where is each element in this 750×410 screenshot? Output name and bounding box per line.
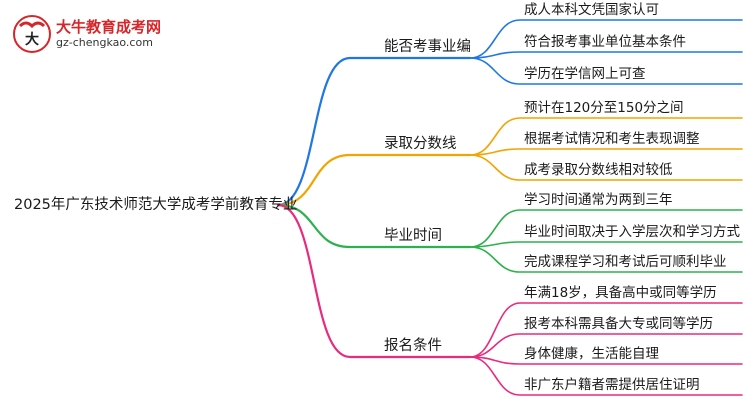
leaf-connector [469, 302, 743, 358]
leaf-label: 完成课程学习和考试后可顺利毕业 [524, 254, 727, 270]
leaf-label: 根据考试情况和考生表现调整 [524, 131, 700, 147]
branch-connector [276, 56, 472, 207]
root-topic: 2025年广东技术师范大学成考学前教育专业 [14, 197, 298, 213]
leaf-label: 成考录取分数线相对较低 [524, 162, 673, 178]
leaf-connector [469, 356, 743, 365]
leaf-connector [469, 117, 743, 156]
leaf-label: 符合报考事业单位基本条件 [524, 34, 686, 50]
leaf-label: 毕业时间取决于入学层次和学习方式 [524, 224, 740, 240]
branch-connector [276, 203, 472, 249]
branch-label: 毕业时间 [384, 228, 442, 244]
logo-url: gz-chengkao.com [56, 36, 153, 49]
logo-title: 大牛教育成考网 [56, 18, 162, 36]
leaf-connector [469, 246, 743, 273]
leaf-label: 非广东户籍者需提供居住证明 [524, 377, 700, 393]
site-logo[interactable]: 大 大牛教育成考网 gz-chengkao.com [12, 14, 192, 54]
leaf-connector [469, 209, 743, 248]
leaf-connector [469, 241, 743, 248]
branch-connector [276, 203, 472, 359]
leaf-connector [469, 333, 743, 358]
leaf-connector [469, 154, 743, 181]
leaf-connector [469, 148, 743, 156]
branch-connector [276, 153, 472, 207]
branch-label: 能否考事业编 [384, 39, 471, 55]
branch-label: 录取分数线 [384, 136, 457, 152]
leaf-label: 成人本科文凭国家认可 [524, 2, 659, 18]
leaf-label: 学习时间通常为两到三年 [524, 192, 673, 208]
leaf-label: 年满18岁，具备高中或同等学历 [524, 285, 717, 301]
leaf-connector [469, 356, 743, 396]
leaf-label: 报考本科需具备大专或同等学历 [524, 316, 713, 332]
branch-label: 报名条件 [384, 338, 442, 354]
leaf-connector [469, 19, 743, 59]
leaf-connector [469, 57, 743, 85]
leaf-connector [469, 51, 743, 59]
leaf-label: 预计在120分至150分之间 [524, 100, 684, 116]
leaf-label: 学历在学信网上可查 [524, 66, 646, 82]
leaf-label: 身体健康，生活能自理 [524, 346, 659, 362]
svg-text:大: 大 [25, 31, 39, 48]
bull-logo-icon: 大 [13, 15, 51, 53]
